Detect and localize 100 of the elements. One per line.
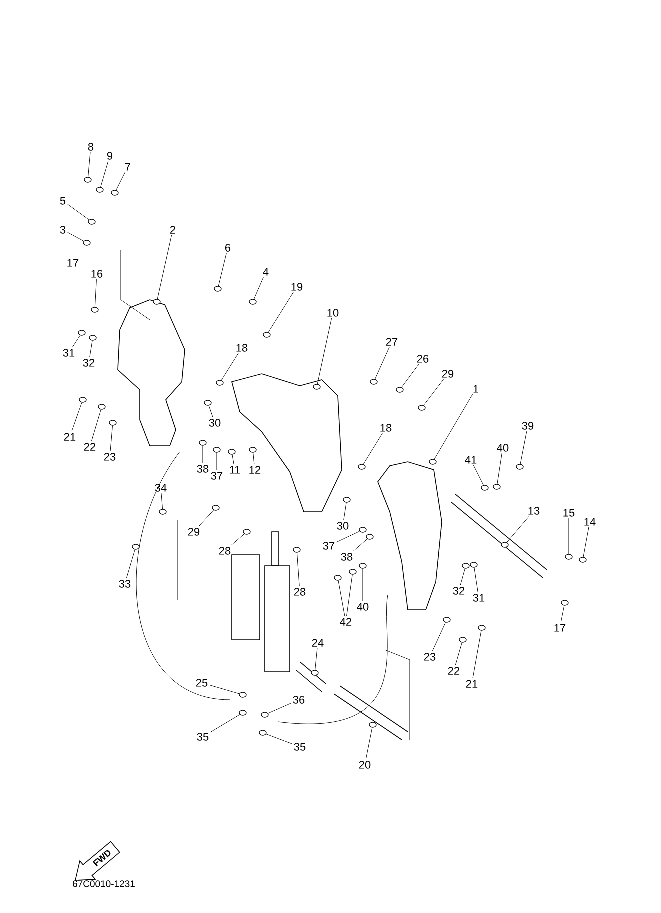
leader-line [315, 648, 318, 670]
part-icon [214, 286, 222, 292]
leader-line [344, 502, 347, 521]
leader-line [366, 728, 373, 760]
part-icon [84, 177, 92, 183]
callout-number: 6 [226, 244, 231, 252]
callout-number: 35 [294, 743, 306, 751]
callout-number: 32 [83, 359, 95, 367]
callout-number: 15 [564, 509, 575, 517]
leader-line [424, 379, 444, 406]
callout-number: 23 [424, 653, 436, 661]
part-icon [89, 335, 97, 341]
leader-line [216, 452, 218, 471]
part-icon [88, 219, 96, 225]
part-icon [239, 692, 247, 698]
callout-number: 40 [357, 603, 369, 611]
part-icon [216, 380, 224, 386]
part-icon [349, 569, 357, 575]
leader-line [434, 394, 474, 460]
part-icon [313, 384, 321, 390]
callout-number: 3 [60, 226, 66, 234]
part-icon [261, 712, 269, 718]
leader-line [68, 204, 90, 220]
part-icon [213, 447, 221, 453]
part-icon [462, 563, 470, 569]
callout-number: 21 [64, 433, 76, 441]
leader-line [317, 318, 332, 384]
leader-line [336, 531, 360, 543]
leader-line [221, 353, 239, 381]
callout-number: 13 [528, 507, 540, 515]
leader-line [362, 568, 364, 602]
leader-line [198, 510, 214, 527]
part-icon [79, 397, 87, 403]
callout-number: 22 [84, 443, 96, 451]
leader-line [202, 446, 204, 464]
part-icon [259, 730, 267, 736]
leader-line [455, 642, 462, 666]
callout-number: 18 [236, 344, 248, 352]
callout-number: 28 [294, 588, 306, 596]
leader-line [208, 406, 214, 418]
callout-number: 30 [337, 522, 349, 530]
part-icon [493, 484, 501, 490]
part-icon [98, 404, 106, 410]
leader-line [473, 465, 484, 486]
leader-line [68, 232, 84, 242]
part-icon [83, 240, 91, 246]
part-icon [204, 400, 212, 406]
part-icon [579, 557, 587, 563]
leader-line [402, 364, 420, 388]
part-icon [369, 722, 377, 728]
part-icon [199, 440, 207, 446]
callout-number: 23 [104, 453, 116, 461]
callout-number: 33 [119, 580, 131, 588]
leader-line [210, 685, 240, 694]
callout-number: 17 [554, 624, 566, 632]
leader-line [210, 714, 240, 733]
leader-line [88, 152, 91, 178]
leader-line [268, 292, 294, 333]
leader-line [268, 703, 292, 714]
leader-line [296, 552, 300, 587]
part-icon [358, 464, 366, 470]
part-icon [359, 527, 367, 533]
part-icon [78, 330, 86, 336]
leader-line [474, 568, 478, 593]
part-icon [516, 464, 524, 470]
part-icon [481, 485, 489, 491]
part-icon [243, 529, 251, 535]
leader-line [231, 534, 245, 546]
part-icon [212, 505, 220, 511]
callout-number: 31 [63, 349, 75, 357]
callout-number: 41 [465, 456, 477, 464]
callout-number: 42 [340, 618, 352, 626]
leader-line [560, 606, 565, 623]
callout-number: 37 [211, 472, 223, 480]
part-icon [96, 187, 104, 193]
part-icon [109, 420, 117, 426]
part-number: 67C0010-1231 [73, 880, 135, 888]
callout-number: 24 [312, 639, 324, 647]
callout-number: 27 [386, 338, 398, 346]
part-icon [396, 387, 404, 393]
leader-line [432, 622, 446, 652]
leader-line [266, 734, 292, 744]
callout-number: 32 [453, 587, 465, 595]
leader-line [460, 568, 466, 586]
leader-line [232, 454, 234, 465]
part-icon [249, 299, 257, 305]
callout-number: 19 [292, 283, 303, 291]
part-icon [91, 307, 99, 313]
callout-number: 29 [442, 370, 454, 378]
part-icon [111, 190, 119, 196]
callout-number: 21 [466, 680, 478, 688]
leader-line [218, 253, 227, 286]
leader-line [72, 335, 81, 348]
callout-number: 22 [448, 667, 460, 675]
leader-line [353, 538, 368, 552]
callout-number: 12 [250, 466, 261, 474]
part-icon [565, 554, 573, 560]
callout-number: 16 [92, 270, 103, 278]
callout-number: 40 [497, 444, 509, 452]
callout-number: 26 [417, 355, 429, 363]
